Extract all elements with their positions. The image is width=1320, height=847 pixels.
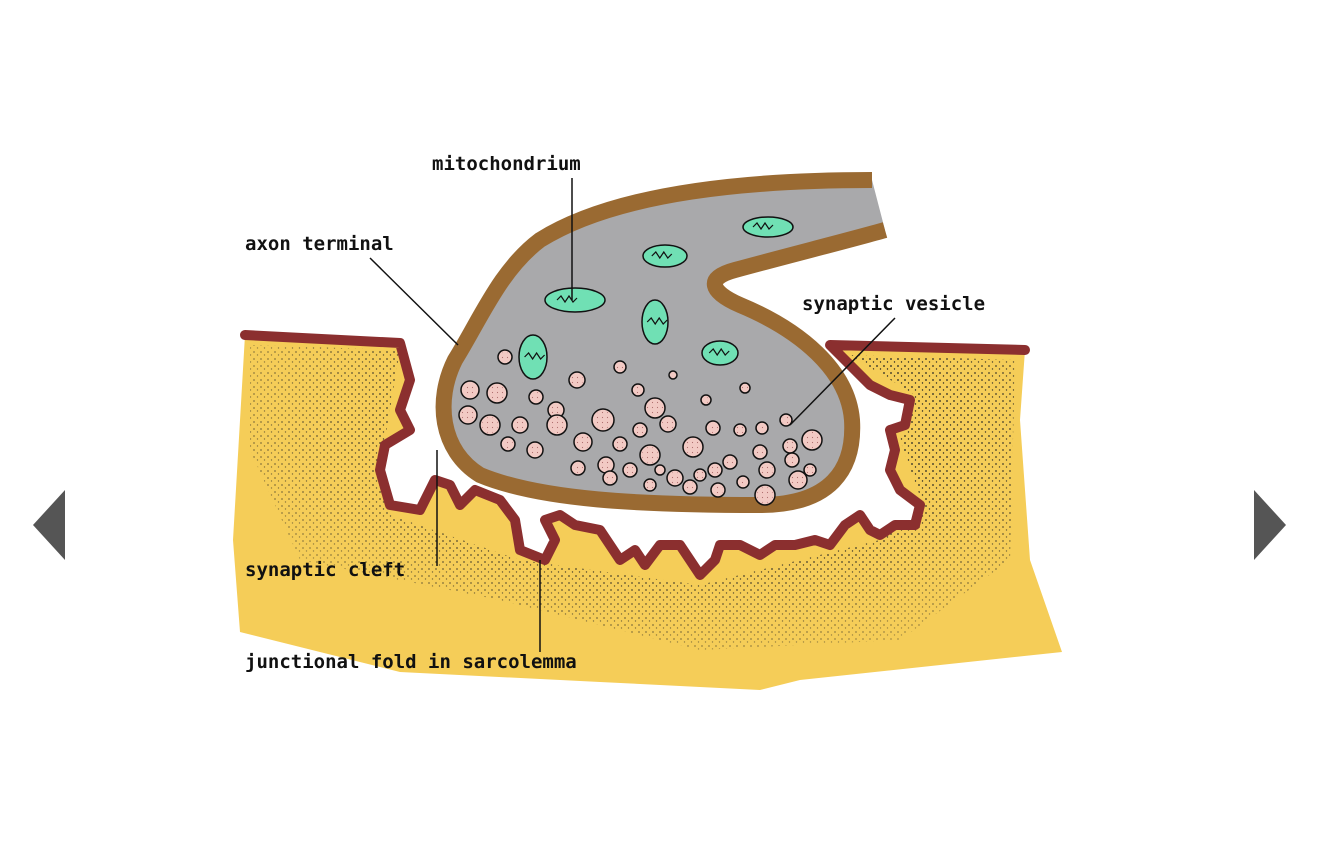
vesicle-contents bbox=[642, 447, 658, 463]
next-image-button[interactable] bbox=[1254, 490, 1286, 560]
vesicle-contents bbox=[500, 352, 510, 362]
vesicle-contents bbox=[616, 363, 624, 371]
vesicle-contents bbox=[529, 444, 541, 456]
vesicle-contents bbox=[461, 408, 475, 422]
vesicle-contents bbox=[685, 439, 701, 455]
vesicle-contents bbox=[625, 465, 635, 475]
vesicle-contents bbox=[657, 467, 663, 473]
mitochondrion bbox=[642, 244, 688, 268]
label-junctional-fold: junctional fold in sarcolemma bbox=[245, 651, 577, 673]
vesicle-contents bbox=[685, 482, 695, 492]
vesicle-contents bbox=[713, 485, 723, 495]
vesicle-contents bbox=[573, 463, 583, 473]
vesicle-contents bbox=[463, 383, 477, 397]
vesicle-contents bbox=[615, 439, 625, 449]
synaptic-vesicles bbox=[458, 349, 823, 506]
sarcolemma bbox=[240, 330, 1030, 580]
vesicle-contents bbox=[549, 417, 565, 433]
vesicle-contents bbox=[514, 419, 526, 431]
crista bbox=[708, 347, 730, 357]
vesicle-contents bbox=[489, 385, 505, 401]
vesicle-contents bbox=[787, 455, 797, 465]
vesicle-contents bbox=[710, 465, 720, 475]
vesicle-contents bbox=[782, 416, 790, 424]
vesicle-contents bbox=[708, 423, 718, 433]
crista bbox=[752, 221, 774, 231]
crista bbox=[646, 316, 668, 326]
vesicle-contents bbox=[662, 418, 674, 430]
vesicle-contents bbox=[647, 400, 663, 416]
mitochondrion bbox=[701, 340, 739, 366]
crista bbox=[556, 294, 578, 304]
label-synaptic-vesicle: synaptic vesicle bbox=[802, 293, 985, 315]
vesicle-contents bbox=[804, 432, 820, 448]
vesicle-contents bbox=[757, 487, 773, 503]
vesicle-contents bbox=[696, 471, 704, 479]
vesicle-contents bbox=[531, 392, 541, 402]
axon-terminal-leader-line bbox=[369, 257, 459, 346]
vesicle-contents bbox=[669, 472, 681, 484]
vesicle-contents bbox=[739, 478, 747, 486]
vesicle-contents bbox=[550, 404, 562, 416]
vesicle-contents bbox=[785, 441, 795, 451]
vesicle-contents bbox=[605, 473, 615, 483]
vesicle-contents bbox=[635, 425, 645, 435]
vesicle-contents bbox=[482, 417, 498, 433]
crista bbox=[524, 351, 546, 361]
label-axon-terminal: axon terminal bbox=[245, 233, 394, 255]
vesicle-contents bbox=[761, 464, 773, 476]
vesicle-contents bbox=[703, 397, 709, 403]
vesicle-contents bbox=[576, 435, 590, 449]
vesicle-contents bbox=[646, 481, 654, 489]
vesicle-contents bbox=[503, 439, 513, 449]
vesicle-contents bbox=[806, 466, 814, 474]
synaptic-vesicle-leader-line bbox=[789, 317, 896, 426]
vesicle-contents bbox=[736, 426, 744, 434]
vesicle-contents bbox=[791, 473, 805, 487]
label-synaptic-cleft: synaptic cleft bbox=[245, 559, 405, 581]
triangle-left-icon bbox=[33, 490, 65, 560]
crista bbox=[651, 250, 673, 260]
mitochondrion bbox=[518, 334, 548, 380]
mitochondrion bbox=[641, 299, 669, 345]
triangle-right-icon bbox=[1254, 490, 1286, 560]
axon-terminal bbox=[435, 172, 888, 513]
vesicle-contents bbox=[594, 411, 612, 429]
mitochondria bbox=[518, 216, 794, 380]
muscle-fiber bbox=[233, 335, 1062, 690]
vesicle-contents bbox=[725, 457, 735, 467]
label-mitochondrium: mitochondrium bbox=[432, 153, 581, 175]
vesicle-contents bbox=[758, 424, 766, 432]
vesicle-contents bbox=[671, 373, 675, 377]
vesicle-contents bbox=[634, 386, 642, 394]
vesicle-contents bbox=[600, 459, 612, 471]
previous-image-button[interactable] bbox=[33, 490, 65, 560]
vesicle-contents bbox=[742, 385, 748, 391]
vesicle-contents bbox=[571, 374, 583, 386]
vesicle-contents bbox=[755, 447, 765, 457]
